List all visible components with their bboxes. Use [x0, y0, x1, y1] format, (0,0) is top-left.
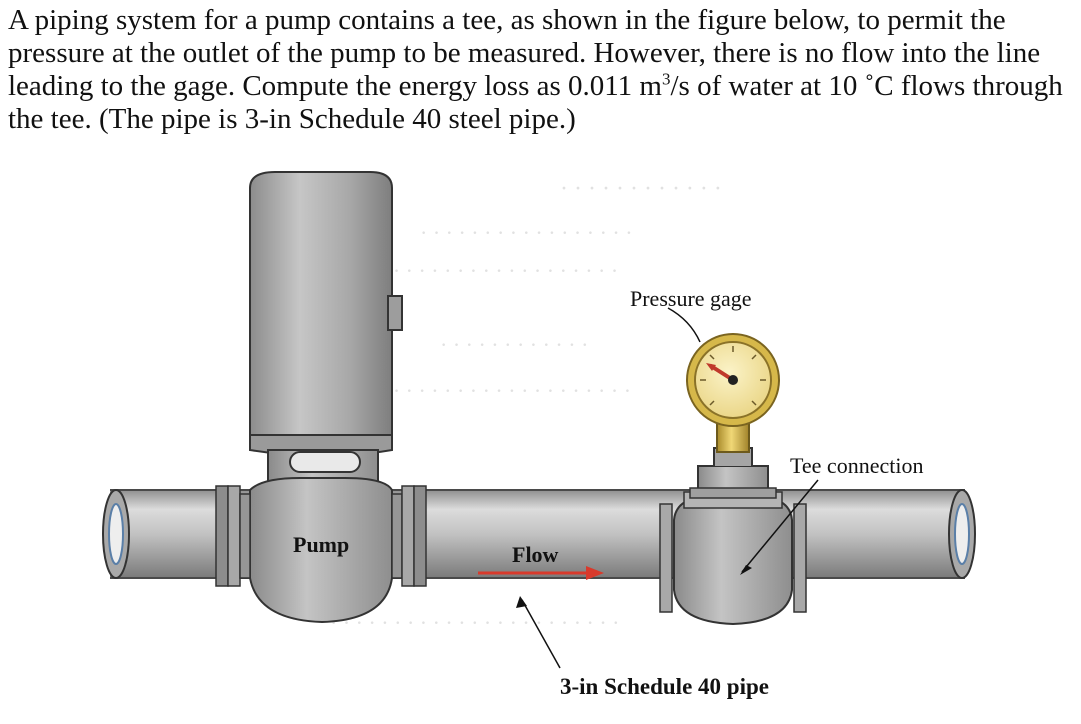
tee-fitting — [659, 447, 807, 626]
pump-motor — [249, 171, 403, 499]
label-flow: Flow — [512, 542, 559, 567]
pump-tee-figure: · · · · · · · · · · · · · · · · · · · · … — [102, 171, 976, 699]
pump-body — [215, 477, 427, 624]
pressure-gage — [686, 333, 780, 453]
label-pressure-gage: Pressure gage — [630, 286, 752, 311]
problem-statement: A piping system for a pump contains a te… — [8, 4, 1074, 136]
gage-ticks — [700, 346, 766, 406]
background-bleed-text: · · · · · · · · · · · · · · · · · · · · … — [330, 176, 722, 635]
svg-text:· · · · · · · · · · · ·: · · · · · · · · · · · · — [440, 332, 588, 357]
svg-text:· · · · · · · · · · · · · · ·: · · · · · · · · · · · · · · · · · — [420, 220, 633, 245]
problem-text-part1: A piping system for a pump contains a te… — [8, 4, 1041, 102]
svg-text:· · · · · · · · · · · ·: · · · · · · · · · · · · — [560, 176, 722, 202]
problem-superscript: 3 — [662, 69, 671, 89]
svg-text:· · · · · · · · · · · · · · ·: · · · · · · · · · · · · · · · · · · · — [380, 258, 618, 283]
svg-text:· · · · · · · · · · · · · · ·: · · · · · · · · · · · · · · · · · · · · … — [330, 610, 620, 635]
svg-text:· · · · · · · · · · · · · · ·: · · · · · · · · · · · · · · · · · · · · — [380, 378, 631, 403]
label-tee-connection: Tee connection — [790, 453, 923, 478]
label-pipe: 3-in Schedule 40 pipe — [560, 674, 769, 699]
problem-text-part2: /s of water at 10 ˚C flows through the t… — [8, 70, 1063, 135]
flow-arrow — [478, 566, 604, 580]
label-pump: Pump — [293, 532, 349, 557]
leader-lines — [516, 307, 819, 669]
